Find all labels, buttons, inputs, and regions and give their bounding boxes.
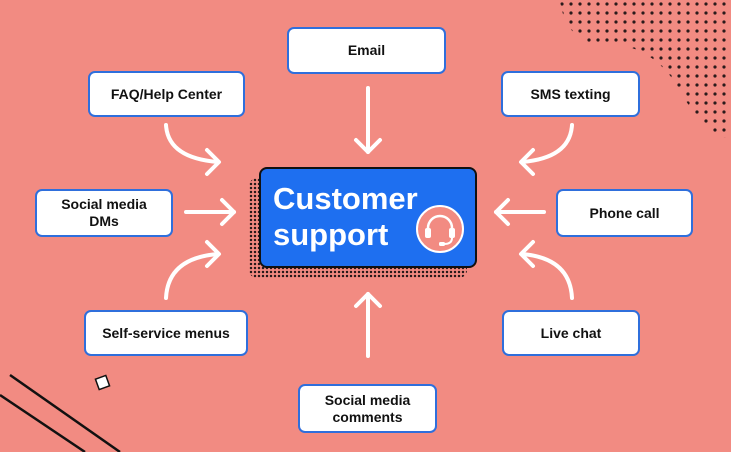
arrow-from-sms (519, 123, 574, 176)
channel-social-media-comments: Social media comments (298, 384, 437, 433)
small-square-decoration (94, 374, 111, 391)
arrow-from-phone (494, 198, 546, 226)
channel-email: Email (287, 27, 446, 74)
arrow-from-faq (164, 123, 221, 176)
arrow-from-self-service (164, 240, 221, 300)
arrow-from-social-dms (184, 198, 236, 226)
channel-phone-call: Phone call (556, 189, 693, 237)
arrow-from-email (354, 86, 382, 154)
hub-title: Customer support (273, 181, 418, 252)
headset-icon (416, 205, 464, 253)
arrow-from-live-chat (519, 240, 574, 300)
customer-support-hub: Customer support (259, 167, 477, 268)
channel-live-chat: Live chat (502, 310, 640, 356)
channel-sms-texting: SMS texting (501, 71, 640, 117)
channel-faq-help-center: FAQ/Help Center (88, 71, 245, 117)
channel-social-media-dms: Social media DMs (35, 189, 173, 237)
arrow-from-social-comments (354, 292, 382, 358)
channel-self-service-menus: Self-service menus (84, 310, 248, 356)
